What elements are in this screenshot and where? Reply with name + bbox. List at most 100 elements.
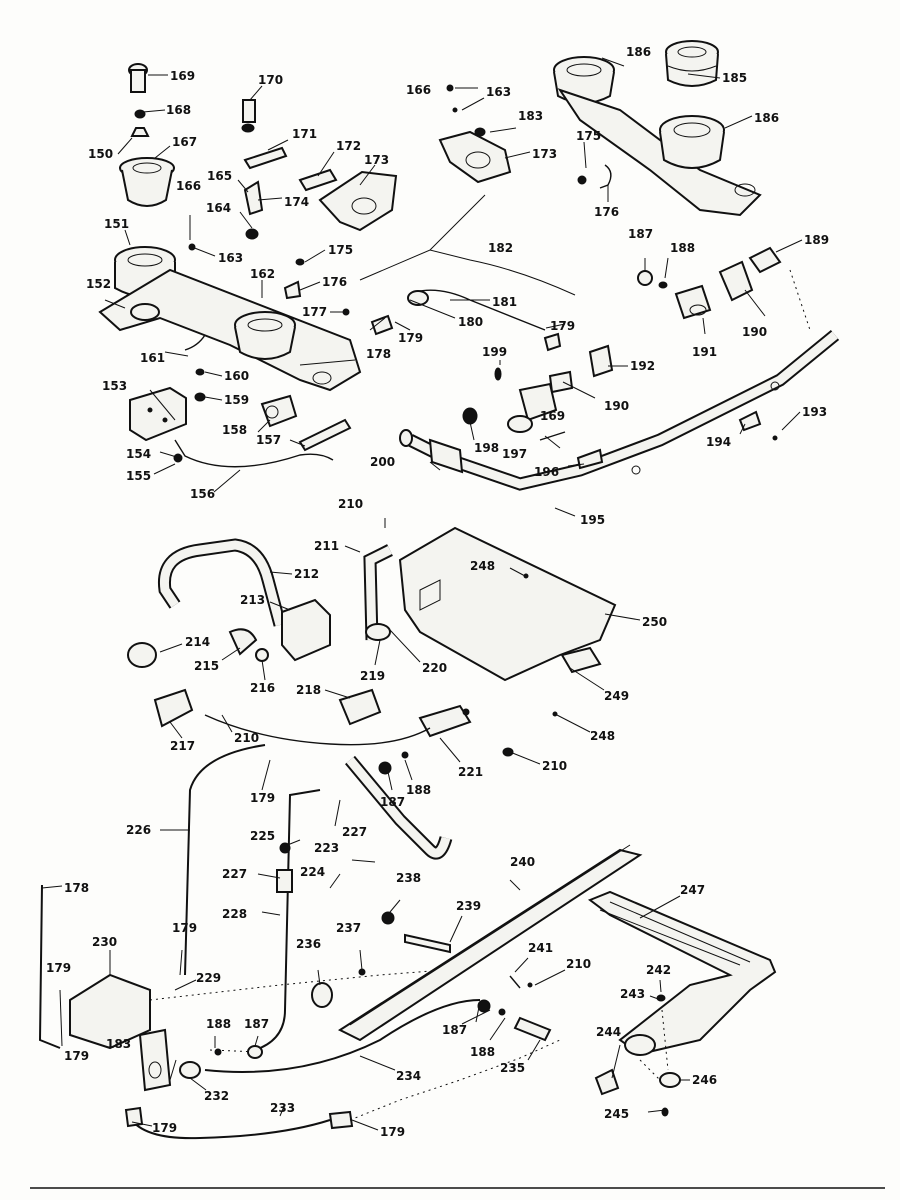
callout: 153 [102,379,127,393]
callout: 210 [566,957,591,971]
callout: 170 [258,73,283,87]
callout: 181 [492,295,517,309]
callout: 238 [396,871,421,885]
callout: 159 [224,393,249,407]
callout: 179 [398,331,423,345]
callout: 249 [604,689,629,703]
leader-lines [41,57,803,1131]
callout: 225 [250,829,275,843]
callout: 165 [207,169,232,183]
callout: 232 [204,1089,229,1103]
callout: 185 [722,71,747,85]
callout: 199 [482,345,507,359]
callout: 178 [64,881,89,895]
callout: 229 [196,971,221,985]
callout: 155 [126,469,151,483]
callout: 156 [190,487,215,501]
callout: 234 [396,1069,421,1083]
callout: 191 [692,345,717,359]
oven-burner-area [127,526,617,860]
callout: 188 [470,1045,495,1059]
callout: 150 [88,147,113,161]
callout: 163 [218,251,243,265]
callout: 178 [366,347,391,361]
callout: 246 [692,1073,717,1087]
callout: 194 [706,435,731,449]
callout: 227 [222,867,247,881]
callout: 169 [540,409,565,423]
callout: 235 [500,1061,525,1075]
callout: 210 [338,497,363,511]
callout: 240 [510,855,535,869]
callout: 152 [86,277,111,291]
callout: 151 [104,217,129,231]
callout: 179 [172,921,197,935]
callout: 179 [380,1125,405,1139]
callout: 167 [172,135,197,149]
callout: 188 [670,241,695,255]
callout: 241 [528,941,553,955]
callout: 187 [442,1023,467,1037]
callout: 214 [185,635,210,649]
callout: 179 [550,319,575,333]
callout: 173 [532,147,557,161]
callout: 250 [642,615,667,629]
callout: 244 [596,1025,621,1039]
callout: 219 [360,669,385,683]
callout: 213 [240,593,265,607]
callout: 182 [488,241,513,255]
callout: 166 [176,179,201,193]
callout: 179 [64,1049,89,1063]
callout: 237 [336,921,361,935]
callout-labels: 169 168 150 167 170 171 172 173 165 174 … [46,45,829,1139]
callout: 183 [106,1037,131,1051]
callout: 187 [628,227,653,241]
callout: 179 [250,791,275,805]
callout: 220 [422,661,447,675]
callout: 158 [222,423,247,437]
callout: 248 [470,559,495,573]
callout: 173 [364,153,389,167]
callout: 186 [626,45,651,59]
upper-left-burner-assembly [98,63,398,468]
callout: 210 [542,759,567,773]
callout: 190 [742,325,767,339]
callout: 217 [170,739,195,753]
callout: 218 [296,683,321,697]
callout: 242 [646,963,671,977]
callout: 195 [580,513,605,527]
callout: 243 [620,987,645,1001]
callout: 196 [534,465,559,479]
callout: 226 [126,823,151,837]
callout: 162 [250,267,275,281]
callout: 245 [604,1107,629,1121]
callout: 233 [270,1101,295,1115]
callout: 239 [456,899,481,913]
callout: 192 [630,359,655,373]
callout: 216 [250,681,275,695]
callout: 248 [590,729,615,743]
callout: 179 [152,1121,177,1135]
lower-thermostat-and-broil [38,744,777,1140]
callout: 187 [380,795,405,809]
callout: 171 [292,127,317,141]
callout: 186 [754,111,779,125]
callout: 223 [314,841,339,855]
callout: 161 [140,351,165,365]
callout: 190 [604,399,629,413]
callout: 212 [294,567,319,581]
callout: 164 [206,201,231,215]
callout: 177 [302,305,327,319]
callout: 166 [406,83,431,97]
callout: 227 [342,825,367,839]
callout: 174 [284,195,309,209]
callout: 176 [594,205,619,219]
callout: 193 [802,405,827,419]
callout: 224 [300,865,325,879]
callout: 176 [322,275,347,289]
callout: 168 [166,103,191,117]
callout: 228 [222,907,247,921]
callout: 154 [126,447,151,461]
